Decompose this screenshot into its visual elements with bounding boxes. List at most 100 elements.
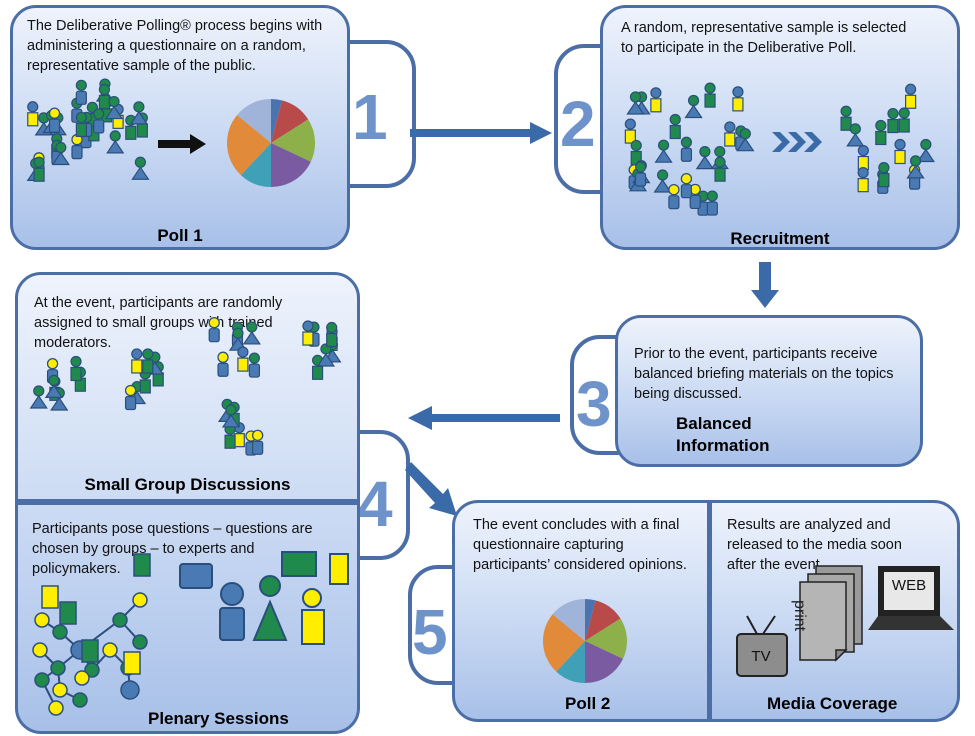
expert-head [259, 575, 281, 597]
network-node [34, 612, 50, 628]
person-figure [27, 101, 39, 127]
step1-panel: The Deliberative Polling® process begins… [10, 5, 350, 250]
person-figure [706, 190, 718, 216]
speech-bubble [133, 553, 151, 577]
pie-slice [556, 641, 585, 683]
step5-number: 5 [412, 596, 448, 668]
person-figure [124, 384, 137, 411]
person-figure [878, 162, 890, 188]
laptop-icon [868, 566, 954, 630]
plenary-label: Plenary Sessions [148, 709, 289, 728]
small-group-clusters [29, 317, 342, 456]
tv-label: TV [751, 648, 771, 665]
person-figure [75, 111, 87, 138]
web-label: WEB [891, 577, 927, 594]
person-figure [653, 169, 672, 193]
person-figure [695, 146, 714, 170]
person-figure [704, 82, 716, 108]
expert-body [301, 609, 325, 645]
person-figure [714, 156, 726, 182]
step2-crowd-left [624, 82, 755, 216]
network-node [102, 642, 118, 658]
network-node [50, 660, 66, 676]
person-figure [626, 91, 645, 115]
network-node [34, 672, 50, 688]
plenary-network [32, 551, 349, 716]
pie-slice [240, 143, 271, 187]
print-label: print [791, 600, 808, 632]
person-figure [905, 83, 917, 109]
person-figure [70, 355, 82, 382]
person-figure [104, 95, 124, 120]
speech-bubble [41, 585, 59, 609]
small-group-label: Small Group Discussions [84, 475, 291, 494]
person-figure [894, 138, 906, 165]
pie-slice [585, 641, 624, 683]
network-node [52, 682, 68, 698]
person-figure [684, 94, 703, 119]
arrow-step4-to-step5 [405, 462, 457, 516]
network-node [52, 624, 68, 640]
person-figure [48, 107, 61, 133]
person-figure [224, 423, 236, 449]
person-figure [668, 184, 680, 210]
person-figure [736, 128, 755, 152]
person-figure [906, 155, 925, 179]
network-node [48, 700, 64, 716]
person-figure [680, 173, 692, 199]
step1-description: The Deliberative Polling® process begins… [27, 18, 323, 74]
person-figure [311, 354, 324, 380]
step1-label: Poll 1 [157, 226, 203, 245]
person-figure [857, 167, 869, 193]
step3-label: Balanced Information [676, 414, 770, 455]
pie-slice [543, 614, 585, 672]
pie-slice [271, 143, 311, 187]
person-figure [75, 79, 87, 105]
person-figure [624, 118, 636, 144]
person-figure [44, 374, 64, 398]
person-figure [724, 121, 736, 147]
person-figure [252, 429, 264, 455]
person-figure [887, 107, 899, 134]
person-figure [131, 156, 150, 180]
person-figure [248, 352, 261, 378]
pie-slice [271, 119, 315, 162]
pie-slice [237, 99, 271, 143]
expert-body [252, 599, 288, 641]
pie-slice [271, 99, 282, 143]
person-figure [106, 130, 125, 154]
step3-panel: Prior to the event, participants receive… [615, 315, 923, 467]
step1-number: 1 [352, 81, 388, 153]
person-figure [242, 321, 261, 345]
step2-crowd-right [840, 83, 935, 194]
person-figure [208, 317, 220, 343]
expert-head [220, 582, 244, 606]
person-figure [142, 348, 154, 374]
step2-label: Recruitment [730, 229, 830, 248]
poll2-description: The event concludes with a final questio… [473, 517, 687, 573]
person-figure [29, 385, 48, 409]
step5-panel: The event concludes with a final questio… [452, 500, 960, 722]
person-figure [669, 113, 681, 140]
arrow-step1-to-step2 [410, 122, 552, 144]
person-figure [51, 141, 70, 166]
pie-slice [585, 599, 596, 641]
pie-slice [585, 618, 627, 659]
person-figure [326, 321, 338, 348]
tv-icon [736, 615, 788, 677]
person-figure [33, 156, 45, 182]
media-label: Media Coverage [767, 694, 898, 713]
network-node [74, 670, 90, 686]
expert-head [302, 588, 322, 608]
step3-description: Prior to the event, participants receive… [634, 346, 894, 402]
speech-bubble [281, 551, 317, 577]
person-figure [98, 83, 111, 110]
speech-bubble [59, 601, 77, 625]
person-figure [916, 138, 935, 163]
network-node [72, 692, 88, 708]
pie-slice [227, 114, 271, 176]
network-node [112, 612, 128, 628]
step2-description: A random, representative sample is selec… [621, 20, 907, 56]
step5-divider [707, 503, 712, 719]
speech-bubble [123, 651, 141, 675]
